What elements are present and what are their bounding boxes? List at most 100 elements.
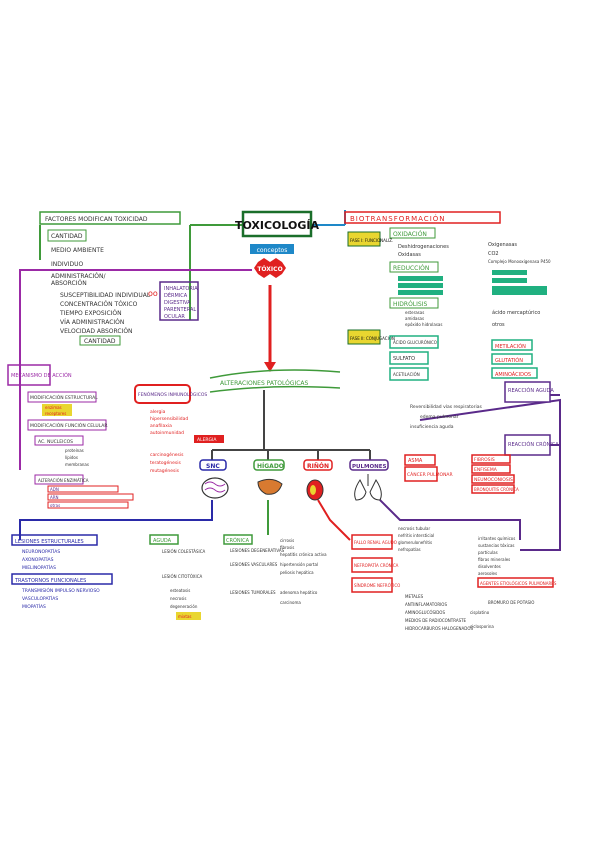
higado-item-14: peliosis hepática <box>280 570 314 575</box>
cronica-header: REACCIÓN CRÓNICA <box>508 441 559 448</box>
svg-text:oo: oo <box>148 289 158 298</box>
higado-item-2: LESIÓN COLESTÁSICA <box>162 549 206 554</box>
snc-item-4: TRANSMISIÓN IMPULSO NERVIOSO <box>21 587 100 594</box>
route-4: PARENTERAL <box>164 307 196 313</box>
biotrans-section: BIOTRANSFORMACIÓN FASE I: FUNCIONALIZ. O… <box>344 211 551 381</box>
mec-sub-6: ADN <box>50 487 59 492</box>
pulmon-box: AGENTES ETIOLÓGICOS PULMONARES <box>480 581 557 586</box>
pulmon-item-4: fibras minerales <box>478 557 510 562</box>
snc-item-2: AXONOPATÍAS <box>22 556 54 563</box>
higado-item-7: LESIONES DEGENERATIVAS <box>230 548 285 553</box>
organ-pulmones: PULMONES <box>352 464 387 470</box>
higado-item-13: hipertensión portal <box>280 562 318 567</box>
mec-sub-1: enzimas <box>45 405 62 410</box>
hidro-item-3: epóxido hidrolasas <box>405 322 442 327</box>
conj-3: ACETILACIÓN <box>393 372 420 377</box>
pulmon-boxes: ASMA CÁNCER PULMONAR FIBROSIS ENFISEMA N… <box>404 454 519 494</box>
snc-box-2: TRASTORNOS FUNCIONALES <box>14 578 86 584</box>
higado-item-5: degeneración <box>170 604 198 609</box>
factor-sub-1: SUSCEPTIBILIDAD INDIVIDUAL <box>60 292 151 299</box>
ox-right-1: Oxigenasas <box>488 242 517 248</box>
factor-item-4: ADMINISTRACIÓN/ <box>51 273 106 280</box>
organ-higado: HÍGADO <box>257 462 284 470</box>
mec-sub-5: membranas <box>65 462 89 467</box>
fen-item-1: alergia <box>150 409 166 415</box>
hidro-item-2: amidasas <box>405 316 424 321</box>
mec-item-4: ALTERACIÓN ENZIMÁTICA <box>38 478 89 483</box>
higado-item-4: necrosis <box>170 596 186 601</box>
route-1: INHALATORIA <box>164 286 198 292</box>
higado-item-3: esteatosis <box>170 588 190 593</box>
route-5: OCULAR <box>164 314 185 320</box>
snc-box-1: LESIONES ESTRUCTURALES <box>15 539 84 545</box>
rinon-side-2: cisplatino <box>470 610 490 615</box>
rinon-item-1: necrosis tubular <box>398 526 430 531</box>
pulmon-box-1: ASMA <box>408 458 423 464</box>
kidney-icon <box>306 479 324 501</box>
mec-sub-4: lípidos <box>65 455 78 460</box>
factor-sub-4: VÍA ADMINISTRACIÓN <box>60 319 124 326</box>
mecanismo-header: MECANISMO DE ACCIÓN <box>11 372 72 379</box>
snc-item-6: MIOPATÍAS <box>22 603 46 610</box>
mec-item-3: AC. NUCLEICOS <box>38 439 73 445</box>
higado-box-2: CRÓNICA <box>226 537 250 544</box>
factor-sub-2: CONCENTRACIÓN TÓXICO <box>60 301 138 308</box>
fen-item-7: mutagénesis <box>150 467 180 474</box>
higado-item-8: LESIONES VASCULARES <box>230 562 278 567</box>
alteraciones-section: ALTERACIONES PATOLÓGICAS <box>209 369 341 393</box>
hidro-item-1: esterasas <box>405 310 424 315</box>
rinon-drug-5: HIDROCARBUROS HALOGENADOS <box>405 626 473 631</box>
mec-item-2: MODIFICACIÓN FUNCIÓN CELULAR <box>30 422 108 429</box>
factor-item-2: MEDIO AMBIENTE <box>51 247 104 254</box>
higado-item-1: LESIÓN CITOTÓXICA <box>162 574 203 579</box>
snc-item-1: NEURONOPATÍAS <box>22 548 60 555</box>
higado-item-12: hepatitis crónica activa <box>280 552 327 557</box>
mec-sub-2: receptores <box>45 411 66 416</box>
biotrans-right-2: GLUTATIÓN <box>495 357 523 364</box>
pulmon-item-2: sustancias tóxicas <box>478 543 514 548</box>
factor-item-1: CANTIDAD <box>51 233 83 240</box>
snc-details: LESIONES ESTRUCTURALES NEURONOPATÍAS AXO… <box>11 534 113 610</box>
central-subtitle: conceptos <box>257 247 288 254</box>
mec-sub-3: proteínas <box>65 448 84 453</box>
rinon-drug-2: ANTIINFLAMATORIOS <box>405 602 447 607</box>
rinon-box-2: NEFROPATÍA CRÓNICA <box>354 563 399 568</box>
higado-item-15: adenoma hepático <box>280 590 318 595</box>
biotrans-header: BIOTRANSFORMACIÓN <box>350 214 446 223</box>
central-title: TOXICOLOGÍA <box>235 219 320 232</box>
higado-item-10: cirrosis <box>280 538 294 543</box>
biotrans-right-1: METILACIÓN <box>495 343 526 350</box>
organ-snc: SNC <box>206 463 220 470</box>
factor-item-5: ABSORCIÓN <box>51 280 87 287</box>
red-box-4: BRONQUITIS CRÓNICA <box>474 487 519 492</box>
fen-item-6: teratogénesis <box>150 459 181 466</box>
snc-item-3: MIELINOPATÍAS <box>22 564 56 571</box>
higado-item-11: fibrosis <box>280 545 294 550</box>
rinon-item-2: nefritis intersticial <box>398 533 434 538</box>
toxico-label: TÓXICO <box>257 266 282 273</box>
organ-rinon: RIÑÓN <box>307 463 329 470</box>
alteraciones-title: ALTERACIONES PATOLÓGICAS <box>220 380 309 387</box>
rinon-details: FALLO RENAL AGUDO NEFROPATÍA CRÓNICA SÍN… <box>351 526 534 631</box>
ox-item-1: Deshidrogenaciones <box>398 244 449 250</box>
fen-item-4: autoinmunidad <box>150 430 184 436</box>
lungs-icon <box>354 474 382 501</box>
higado-item-16: carcinoma <box>280 600 301 605</box>
pulmon-item-6: aerosoles <box>478 571 497 576</box>
red-box-3: NEUMOCONIOSIS <box>474 477 513 483</box>
liver-icon <box>257 478 283 495</box>
factor-item-3: INDIVIDUO <box>51 261 84 268</box>
central-node: TOXICOLOGÍA conceptos TÓXICO <box>235 210 320 278</box>
fenomenos-header: FENÓMENOS INMUNOLÓGICOS <box>138 391 207 398</box>
mec-sub-8: otras <box>50 503 60 508</box>
pulmon-item-1: irritantes químicos <box>478 536 515 541</box>
mec-sub-7: ARN <box>50 495 59 500</box>
conj-1: ÁCIDO GLUCURÓNICO <box>393 340 437 345</box>
reduccion-label: REDUCCIÓN <box>393 265 429 272</box>
rinon-side-1: BROMURO DE POTASIO <box>488 600 534 605</box>
red-box-1: FIBROSIS <box>474 457 495 463</box>
pulmon-box-2: CÁNCER PULMONAR <box>407 471 453 478</box>
factores-section: FACTORES MODIFICAN TOXICIDAD CANTIDAD ME… <box>39 211 199 346</box>
rinon-side-3: ciclosporina <box>470 624 494 629</box>
